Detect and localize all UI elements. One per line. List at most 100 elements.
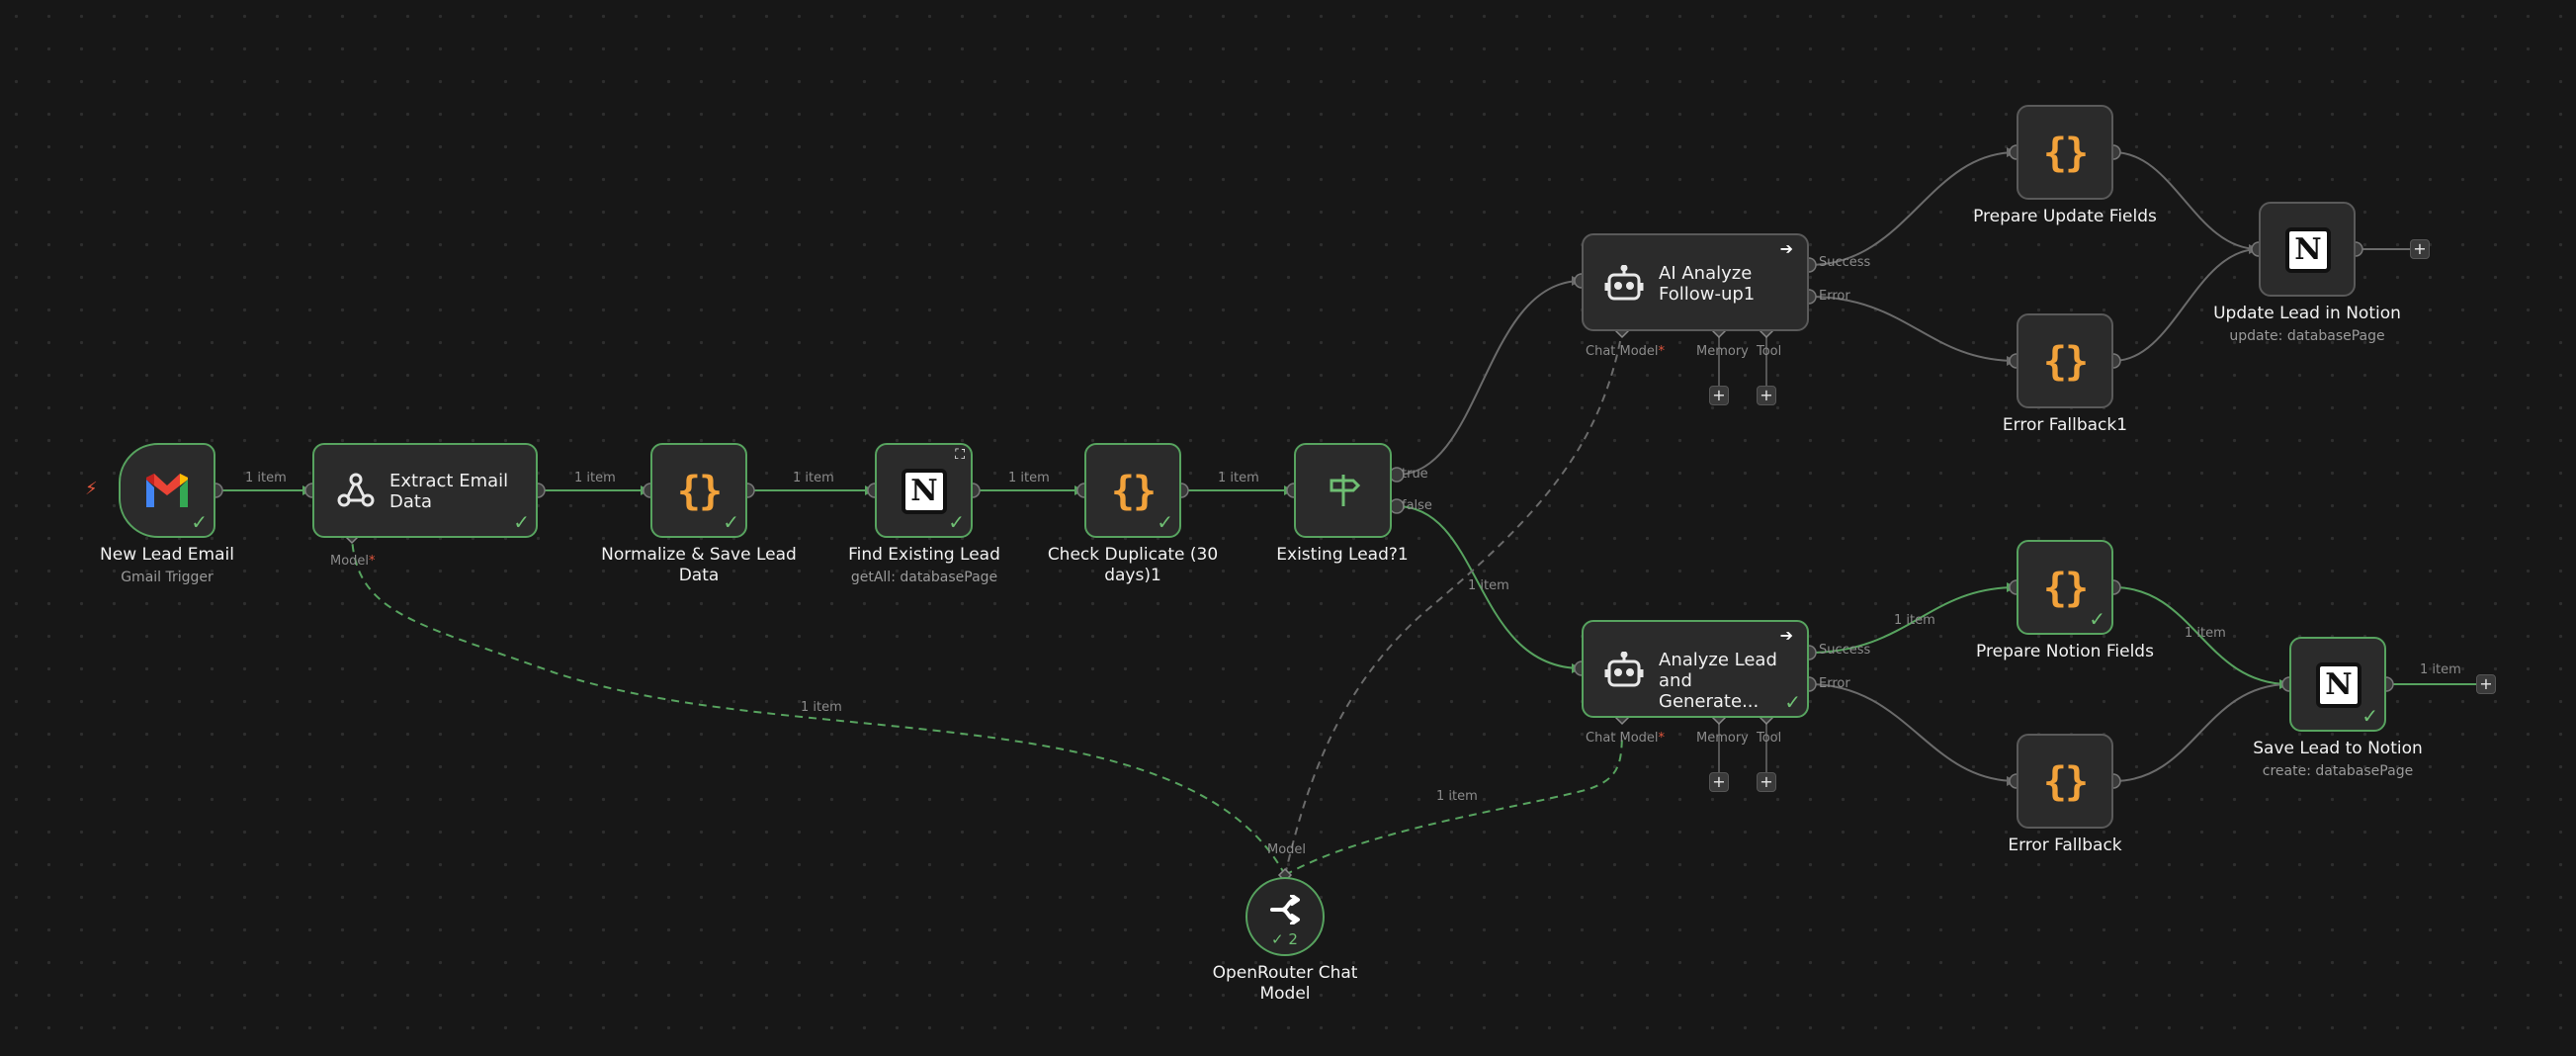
port-label-tool: Tool: [1757, 344, 1782, 359]
code-braces-icon: {}: [2042, 759, 2089, 805]
success-check-icon: ✓: [513, 510, 530, 534]
node-subtitle: getAll: databasePage: [850, 570, 998, 585]
node-normalize-save[interactable]: {} ✓: [650, 443, 747, 538]
edge-analyze-error: [1808, 683, 2018, 782]
edge-model-analyze: [1284, 735, 1623, 876]
edge-prepupdate-to-update: [2112, 151, 2260, 250]
edge-errfb-to-save: [2112, 683, 2290, 782]
code-braces-icon: {}: [2042, 566, 2089, 611]
run-count-badge: ✓ 2: [1271, 930, 1298, 948]
edge-prepnotion-to-save: [2112, 586, 2290, 685]
node-find-existing-lead[interactable]: N ⛶ ✓: [875, 443, 973, 538]
port-label-tool: Tool: [1757, 731, 1782, 746]
notion-icon: N: [2315, 661, 2362, 709]
edge-ai-error: [1808, 296, 2018, 362]
add-tool-button[interactable]: +: [1757, 772, 1776, 792]
port-label-memory: Memory: [1696, 344, 1749, 359]
port-label-model: Model: [1267, 842, 1307, 857]
add-node-button[interactable]: +: [2476, 674, 2496, 694]
success-check-icon: ✓: [2089, 607, 2105, 631]
node-subtitle: update: databasePage: [2229, 328, 2385, 344]
node-existing-lead-if[interactable]: [1294, 443, 1392, 538]
node-openrouter-chat-model[interactable]: ✓ 2: [1245, 877, 1325, 956]
edge-label: 1 item: [245, 471, 287, 485]
node-title: Prepare Notion Fields: [1976, 642, 2154, 661]
add-memory-button[interactable]: +: [1709, 772, 1729, 792]
port-label-chat-model: Chat Model*: [1586, 731, 1666, 746]
edge-label: 1 item: [793, 471, 834, 485]
code-braces-icon: {}: [676, 469, 723, 514]
edge-analyze-success: [1808, 586, 2018, 654]
node-save-lead-notion[interactable]: N ✓: [2289, 637, 2386, 732]
node-subtitle: create: databasePage: [2262, 763, 2414, 779]
add-memory-button[interactable]: +: [1709, 386, 1729, 405]
code-braces-icon: {}: [2042, 131, 2089, 176]
node-title: Save Lead to Notion: [2253, 739, 2423, 758]
node-title: Error Fallback1: [2002, 415, 2128, 435]
node-new-lead-email[interactable]: ✓: [119, 443, 215, 538]
notion-icon: N: [2284, 226, 2332, 274]
port-label-chat-model: Chat Model*: [1586, 344, 1666, 359]
port-label-error: Error: [1819, 289, 1850, 304]
signpost-icon: [1320, 469, 1367, 512]
add-tool-button[interactable]: +: [1757, 386, 1776, 405]
arrow-right-icon: ➔: [1779, 626, 1793, 645]
success-check-icon: ✓: [1157, 510, 1173, 534]
pin-icon: ⛶: [955, 447, 965, 463]
success-check-icon: ✓: [191, 510, 208, 534]
edge-label: 1 item: [1894, 613, 1935, 628]
code-braces-icon: {}: [1110, 469, 1157, 514]
edge-label: 1 item: [574, 471, 616, 485]
node-title: Update Lead in Notion: [2213, 304, 2401, 323]
port-label-model: Model*: [330, 554, 376, 569]
node-error-fallback1[interactable]: {}: [2017, 313, 2113, 408]
edge-label: 1 item: [1468, 578, 1509, 593]
arrow-right-icon: ➔: [1779, 239, 1793, 258]
robot-icon: [1601, 650, 1647, 691]
edge-label: 1 item: [2420, 662, 2461, 677]
node-check-duplicate[interactable]: {} ✓: [1084, 443, 1181, 538]
port-label-error: Error: [1819, 676, 1850, 691]
node-update-lead-notion[interactable]: N: [2259, 202, 2356, 297]
success-check-icon: ✓: [723, 510, 739, 534]
node-prepare-notion-fields[interactable]: {} ✓: [2017, 540, 2113, 635]
success-check-icon: ✓: [1784, 690, 1801, 714]
edge-true-to-ai: [1396, 280, 1583, 476]
edge-label: 1 item: [2185, 626, 2226, 641]
edge-ai-success: [1808, 151, 2018, 266]
node-title: Prepare Update Fields: [1973, 207, 2157, 226]
edge-label: 1 item: [1008, 471, 1050, 485]
port-label-false: false: [1402, 498, 1432, 513]
node-title: New Lead Email: [100, 545, 234, 565]
edge-model-ai: [1284, 330, 1623, 876]
edge-label: 1 item: [801, 700, 842, 715]
edge-errfb1-to-update: [2112, 248, 2260, 362]
success-check-icon: ✓: [2361, 704, 2378, 728]
edge-label: 1 item: [1218, 471, 1259, 485]
gmail-icon: [142, 469, 192, 514]
information-extractor-icon: [334, 469, 378, 512]
port-label-success: Success: [1819, 255, 1871, 270]
node-title: Error Fallback: [2008, 836, 2122, 855]
edge-false-to-analyze: [1396, 505, 1583, 669]
port-label-success: Success: [1819, 643, 1871, 658]
code-braces-icon: {}: [2042, 339, 2089, 385]
node-title: Existing Lead?1: [1276, 545, 1409, 565]
port-label-true: true: [1402, 467, 1428, 482]
node-error-fallback[interactable]: {}: [2017, 734, 2113, 829]
add-node-button[interactable]: +: [2410, 239, 2430, 259]
robot-icon: [1601, 263, 1647, 305]
node-prepare-update-fields[interactable]: {}: [2017, 105, 2113, 200]
trigger-bolt-icon: ⚡: [85, 479, 98, 499]
openrouter-icon: [1265, 893, 1305, 926]
notion-icon: N: [901, 468, 948, 515]
